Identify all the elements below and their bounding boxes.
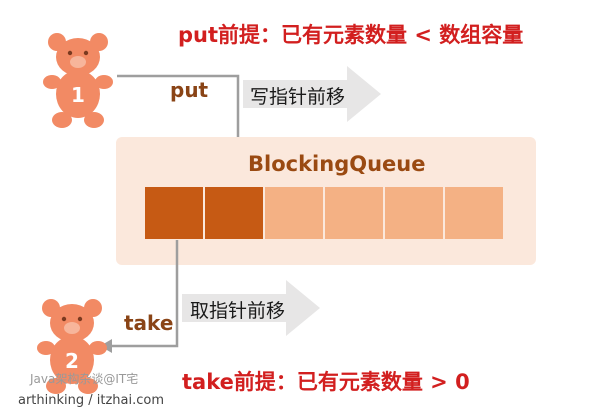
queue-array xyxy=(145,187,503,239)
watermark-site: arthinking / itzhai.com xyxy=(18,393,165,408)
put-pointer-text: 写指针前移 xyxy=(250,86,346,108)
consumer-number: 2 xyxy=(65,349,79,373)
take-condition-text: take前提：已有元素数量 > 0 xyxy=(182,370,470,394)
watermark-author: Java架构杂谈@IT宅 xyxy=(30,372,139,386)
queue-cell-empty xyxy=(385,187,443,239)
queue-cell-empty xyxy=(325,187,383,239)
producer-number: 1 xyxy=(71,83,85,107)
take-pointer-arrow xyxy=(182,280,320,336)
put-pointer-arrow xyxy=(243,66,381,122)
queue-cell-filled xyxy=(145,187,203,239)
producer-bear-icon: 1 xyxy=(43,33,113,128)
take-label: take xyxy=(124,311,174,335)
put-condition-text: put前提：已有元素数量 < 数组容量 xyxy=(178,23,524,47)
queue-cell-filled xyxy=(205,187,263,239)
take-pointer-text: 取指针前移 xyxy=(190,300,286,322)
put-label: put xyxy=(170,78,209,102)
queue-cell-empty xyxy=(445,187,503,239)
queue-cell-empty xyxy=(265,187,323,239)
consumer-bear-icon: 2 xyxy=(37,299,107,394)
queue-title: BlockingQueue xyxy=(248,152,426,176)
